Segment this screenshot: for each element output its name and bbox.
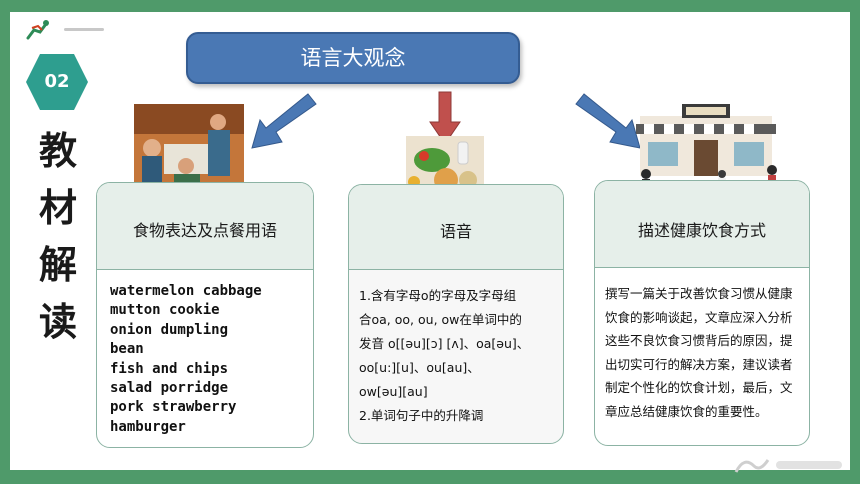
writing-task-description: 撰写一篇关于改善饮食习惯从健康饮食的影响谈起，文章应深入分析这些不良饮食习惯背后… [605,286,793,419]
section-number: 02 [44,71,70,92]
card-title: 描述健康饮食方式 [595,181,809,268]
list-item: pork strawberry [110,399,237,416]
healthy-food-image [406,136,484,194]
list-item: mutton cookie [110,302,220,319]
down-left-arrow-icon [251,93,317,149]
list-item: fish and chips [110,360,229,377]
text-line: ow[əu][au] [359,384,428,399]
section-title-char: 解 [38,242,77,287]
card-body: 1.含有字母o的字母及字母组 合oa, oo, ou, ow在单词中的 发音 o… [349,270,563,443]
restaurant-storefront-image [636,104,777,197]
text-line: 2.单词句子中的升降调 [359,408,484,423]
list-item: watermelon cabbage [110,283,262,299]
card-title: 食物表达及点餐用语 [97,183,313,270]
list-item: bean [110,341,144,358]
text-line: 发音 o[[əu][ɔ] [ʌ]、oa[əu]、 [359,336,530,351]
section-title-char: 材 [38,185,77,230]
card-body: watermelon cabbage mutton cookie onion d… [97,270,313,447]
restaurant-diners-image [134,104,244,190]
down-arrow-icon [429,91,461,145]
card-food-expressions: 食物表达及点餐用语 watermelon cabbage mutton cook… [96,182,314,448]
list-item: hamburger [110,418,186,435]
pronunciation-notes: 1.含有字母o的字母及字母组 合oa, oo, ou, ow在单词中的 发音 o… [349,270,563,428]
section-title-char: 教 [38,128,77,173]
card-title: 语音 [349,185,563,270]
card-pronunciation: 语音 1.含有字母o的字母及字母组 合oa, oo, ou, ow在单词中的 发… [348,184,564,444]
section-number-hexagon [26,54,88,110]
vocabulary-list: watermelon cabbage mutton cookie onion d… [97,270,313,437]
text-line: oo[u:][u]、ou[au]、 [359,360,480,375]
list-item: onion dumpling [110,321,229,338]
down-right-arrow-icon [575,93,641,149]
text-line: 合oa, oo, ou, ow在单词中的 [359,312,522,327]
banner-title: 语言大观念 [186,32,520,84]
section-title: 教 材 解 读 [30,122,86,350]
text-line: 1.含有字母o的字母及字母组 [359,288,517,303]
card-healthy-diet: 描述健康饮食方式 撰写一篇关于改善饮食习惯从健康饮食的影响谈起，文章应深入分析这… [594,180,810,446]
runner-logo-icon [26,20,104,40]
list-item: salad porridge [110,380,229,397]
watermark-logo-icon [734,459,842,473]
card-body: 撰写一篇关于改善饮食习惯从健康饮食的影响谈起，文章应深入分析这些不良饮食习惯背后… [595,268,809,445]
slide: 02 教 材 解 读 语言大观念 [10,12,850,473]
section-title-char: 读 [38,299,77,344]
